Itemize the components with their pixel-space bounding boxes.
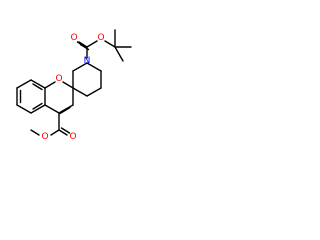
bond	[58, 129, 68, 136]
bond	[86, 87, 102, 97]
bond	[72, 87, 88, 97]
bond	[50, 129, 60, 136]
bond	[114, 46, 124, 62]
atom-o-ester-ether: O	[41, 132, 48, 142]
bond	[16, 79, 32, 89]
diagram: O N O O O O	[0, 0, 152, 152]
atom-o-boc-carbonyl: O	[70, 33, 77, 43]
bond	[44, 104, 60, 114]
bond	[30, 129, 40, 136]
bond	[86, 40, 98, 48]
bond	[30, 79, 46, 89]
bonds	[16, 29, 132, 136]
bond	[62, 81, 74, 89]
bond	[104, 40, 116, 48]
bond	[78, 41, 88, 48]
atom-o-ring: O	[55, 74, 62, 84]
bond	[86, 62, 102, 72]
atom-o-boc-ether: O	[97, 33, 104, 43]
atom-n-piperidine: N	[84, 56, 91, 66]
bond	[58, 104, 74, 114]
atom-labels: O N O O O O	[41, 33, 104, 142]
bond-double	[32, 83, 43, 91]
bond	[16, 104, 32, 114]
molecule-structure: O N O O O O	[16, 29, 132, 142]
bond-double	[59, 106, 71, 115]
bond	[44, 81, 56, 89]
bond-double	[79, 43, 90, 51]
bond	[72, 62, 88, 72]
bond-double	[32, 102, 43, 110]
bond	[30, 104, 46, 114]
bond-double	[60, 127, 71, 134]
atom-o-ester-carbonyl: O	[69, 132, 76, 142]
